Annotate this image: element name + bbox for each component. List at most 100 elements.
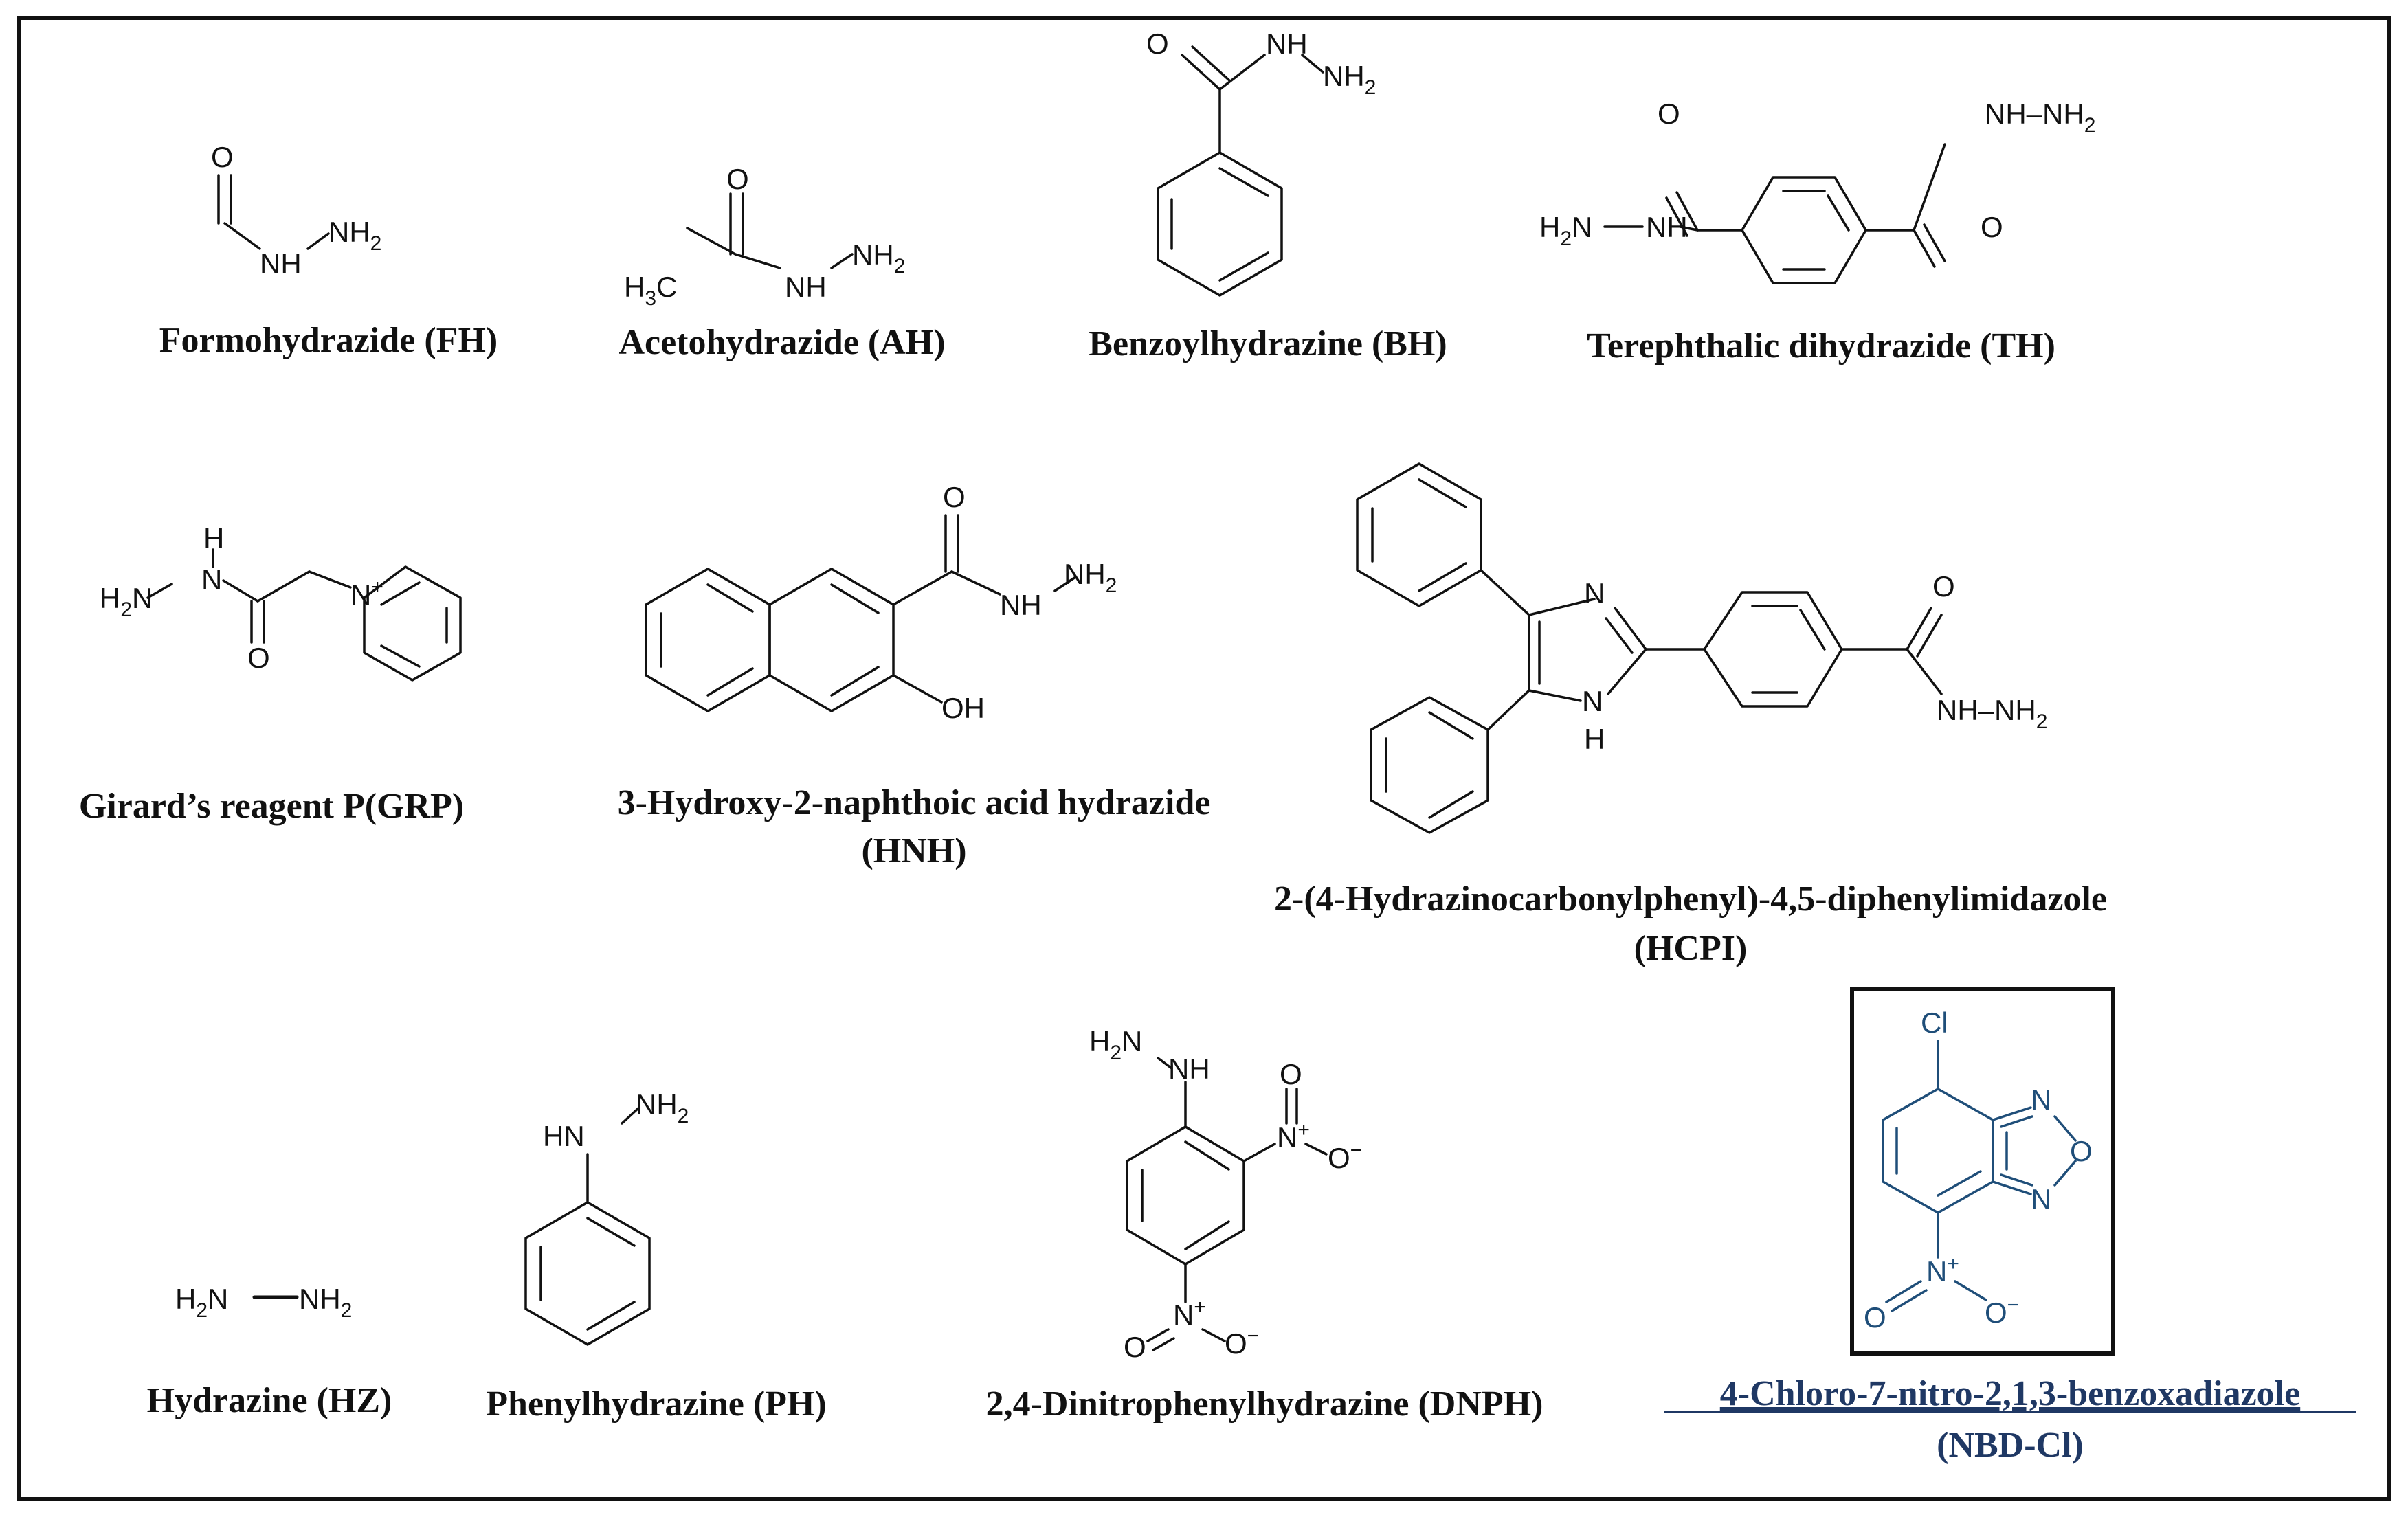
structure-nbd-cl: Cl N O N N+ O O− <box>1864 1007 2093 1334</box>
svg-text:N+: N+ <box>1173 1296 1206 1331</box>
atom-o: O <box>1146 27 1169 60</box>
atom-o: O <box>1985 1296 2007 1329</box>
atom-cl: Cl <box>1921 1007 1948 1039</box>
svg-text:NH2: NH2 <box>636 1088 689 1127</box>
label-nbd-cl-1: 4-Chloro-7-nitro-2,1,3-benzoxadiazole <box>1720 1374 2300 1413</box>
structure-formohydrazide: O NH NH2 <box>211 141 381 280</box>
structure-hydrazine: H2N NH2 <box>175 1283 352 1322</box>
svg-text:H2N: H2N <box>1089 1025 1142 1064</box>
svg-text:NH2: NH2 <box>1323 60 1376 99</box>
atom-n: N <box>350 578 371 611</box>
atom-n: N <box>1122 1025 1142 1057</box>
atom-charge: − <box>1247 1325 1260 1347</box>
atom-o: O <box>1328 1142 1350 1174</box>
atom-nh2: NH <box>328 216 370 248</box>
atom-sub: 2 <box>120 598 132 621</box>
svg-text:NH2: NH2 <box>852 238 905 278</box>
label-ah: Acetohydrazide (AH) <box>618 323 945 362</box>
atom-n: N <box>2031 1183 2051 1215</box>
label-hnh-2: (HNH) <box>861 831 966 870</box>
atom-charge: + <box>1194 1296 1206 1318</box>
atom-oh: OH <box>941 692 985 724</box>
label-nbd-cl-2: (NBD-Cl) <box>1937 1426 2084 1465</box>
label-bh: Benzoylhydrazine (BH) <box>1089 324 1447 363</box>
svg-text:NH–NH2: NH–NH2 <box>1985 98 2095 137</box>
atom-nh2: NH <box>299 1283 341 1315</box>
atom-o: O <box>247 642 270 674</box>
atom-sub: 2 <box>1106 574 1117 597</box>
structure-hcpi: N N H O NH–NH2 <box>1356 462 2047 834</box>
atom-h: H <box>100 582 120 614</box>
atom-h: H <box>1089 1025 1110 1057</box>
atom-sub: 2 <box>2036 710 2048 733</box>
atom-o: O <box>1981 211 2003 243</box>
label-hz: Hydrazine (HZ) <box>147 1381 392 1420</box>
atom-o: O <box>1124 1331 1146 1363</box>
structure-acetohydrazide: O H3C NH NH2 <box>624 163 905 310</box>
label-dnph: 2,4-Dinitrophenylhydrazine (DNPH) <box>986 1384 1543 1424</box>
svg-text:O−: O− <box>1328 1139 1362 1174</box>
svg-text:NH2: NH2 <box>299 1283 352 1322</box>
label-grp: Girard’s reagent P(GRP) <box>79 787 464 826</box>
atom-h: H <box>175 1283 196 1315</box>
label-hcpi-2: (HCPI) <box>1634 929 1748 968</box>
svg-text:NH2: NH2 <box>328 216 381 255</box>
svg-text:H2N: H2N <box>175 1283 228 1322</box>
atom-o: O <box>1932 570 1955 603</box>
atom-h: H <box>624 271 645 303</box>
svg-text:H3C: H3C <box>624 271 677 310</box>
svg-text:O−: O− <box>1985 1294 2019 1329</box>
atom-n: N <box>132 582 153 614</box>
atom-o: O <box>1658 98 1680 130</box>
atom-sub: 2 <box>341 1299 353 1322</box>
atom-n: N <box>208 1283 228 1315</box>
atom-sub: 2 <box>370 232 382 255</box>
svg-text:H2N: H2N <box>1539 211 1592 250</box>
atom-nh: NH <box>1266 27 1308 60</box>
label-hcpi-1: 2-(4-Hydrazinocarbonylphenyl)-4,5-diphen… <box>1274 879 2107 919</box>
atom-n: N <box>1584 577 1605 609</box>
atom-sub: 2 <box>196 1299 208 1322</box>
atom-nh: NH <box>260 247 302 280</box>
atom-nh-nh: NH–NH <box>1937 694 2036 726</box>
atom-charge: + <box>1947 1252 1959 1275</box>
atom-c: C <box>656 271 677 303</box>
structure-terephthalic-dihydrazide: O H2N NH NH–NH2 O <box>1539 98 2095 284</box>
atom-o: O <box>2070 1135 2093 1167</box>
atom-n: N <box>1582 685 1603 717</box>
atom-o: O <box>1225 1327 1247 1360</box>
atom-charge: + <box>1297 1119 1310 1141</box>
atom-sub: 2 <box>894 255 906 278</box>
atom-sub: 2 <box>678 1105 689 1127</box>
atom-o: O <box>726 163 749 195</box>
atom-n: N <box>2031 1083 2051 1116</box>
atom-sub: 2 <box>1110 1042 1122 1064</box>
atom-n: N <box>201 563 222 596</box>
atom-nh: NH <box>1168 1053 1210 1085</box>
atom-charge: − <box>2007 1294 2020 1316</box>
atom-nh2: NH <box>636 1088 678 1121</box>
svg-text:N+: N+ <box>1926 1252 1959 1288</box>
atom-h: H <box>1539 211 1560 243</box>
atom-o: O <box>1280 1058 1302 1090</box>
label-ph: Phenylhydrazine (PH) <box>486 1384 826 1424</box>
atom-o: O <box>1864 1301 1886 1334</box>
atom-charge: + <box>371 576 383 598</box>
atom-nh: NH <box>785 271 827 303</box>
atom-sub: 3 <box>645 287 656 310</box>
label-fh: Formohydrazide (FH) <box>159 321 498 360</box>
atom-o: O <box>943 481 966 513</box>
svg-text:H2N: H2N <box>100 582 153 621</box>
svg-text:NH–NH2: NH–NH2 <box>1937 694 2047 733</box>
structure-benzoylhydrazine: O NH NH2 <box>1146 27 1376 297</box>
label-th: Terephthalic dihydrazide (TH) <box>1587 326 2055 366</box>
label-hnh-1: 3-Hydroxy-2-naphthoic acid hydrazide <box>618 783 1211 822</box>
atom-charge: − <box>1350 1139 1363 1162</box>
atom-sub: 2 <box>1365 76 1376 99</box>
atom-n: N <box>1277 1121 1297 1154</box>
atom-h: H <box>1584 723 1605 755</box>
svg-text:N+: N+ <box>350 576 383 611</box>
atom-nh2: NH <box>852 238 894 271</box>
svg-text:O−: O− <box>1225 1325 1259 1360</box>
